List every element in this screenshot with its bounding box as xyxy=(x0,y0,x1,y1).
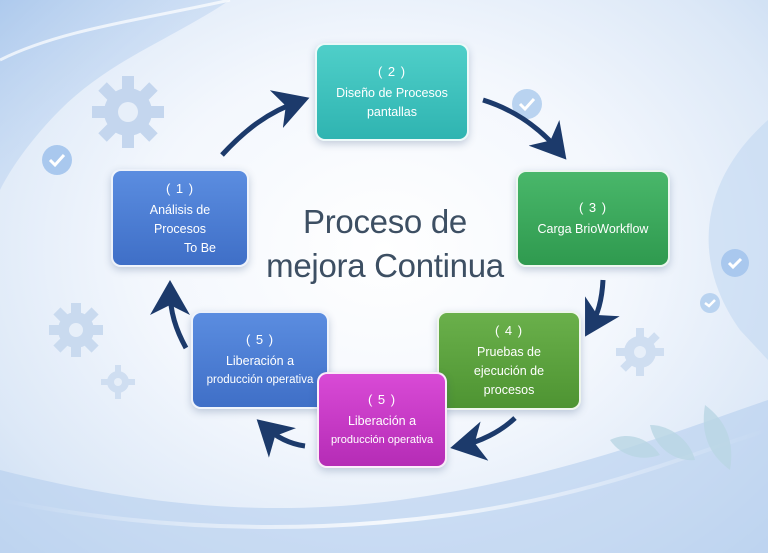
step-box-3: ( 3 ) Carga BrioWorkflow xyxy=(516,170,670,267)
step-label-line: Liberación a xyxy=(225,354,295,368)
gear-icon xyxy=(49,303,103,357)
step-box-2: ( 2 ) Diseño de Procesos pantallas xyxy=(315,43,469,141)
arrow-5-to-5 xyxy=(256,419,306,458)
title-line-2: mejora Continua xyxy=(266,247,504,284)
check-bubble-icon xyxy=(512,89,542,119)
gear-icon xyxy=(101,365,135,399)
step-number: ( 2 ) xyxy=(377,64,407,79)
arrow-4-to-5 xyxy=(450,416,517,461)
arrow-3-to-4 xyxy=(585,279,620,337)
step-number: ( 1 ) xyxy=(165,180,195,196)
step-number: ( 3 ) xyxy=(578,200,608,215)
check-bubble-icon xyxy=(700,293,720,313)
step-label-line: Análisis de xyxy=(149,202,211,217)
step-box-4: ( 4 ) Pruebas de ejecución de procesos xyxy=(437,311,581,410)
step-label-line: pantallas xyxy=(366,105,418,119)
step-box-5-blue: ( 5 ) Liberación a producción operativa xyxy=(191,311,329,409)
step-label-line: ejecución de xyxy=(473,364,545,378)
check-bubble-icon xyxy=(42,145,72,175)
title-line-1: Proceso de xyxy=(303,203,467,240)
arrow-2-to-3 xyxy=(482,97,567,160)
diagram-title: Proceso de mejora Continua xyxy=(250,200,520,288)
step-box-5-magenta: ( 5 ) Liberación a producción operativa xyxy=(317,372,447,468)
step-label-line: Carga BrioWorkflow xyxy=(537,222,649,236)
step-label-line: producción operativa xyxy=(206,374,314,386)
step-label-line: Diseño de Procesos xyxy=(336,86,448,100)
gear-icon xyxy=(92,76,164,148)
step-number: ( 4 ) xyxy=(494,323,524,338)
leaves-decoration xyxy=(610,405,732,470)
step-label-line: producción operativa xyxy=(330,434,434,446)
check-bubble-icon xyxy=(721,249,749,277)
step-label-line: Procesos xyxy=(153,221,207,236)
arrow-5-to-1 xyxy=(150,280,191,350)
step-number: ( 5 ) xyxy=(245,332,275,347)
step-label-line: Liberación a xyxy=(347,414,417,428)
step-box-1: ( 1 ) Análisis de Procesos To Be xyxy=(111,169,249,267)
arrow-1-to-2 xyxy=(220,90,310,157)
step-label-line: To Be xyxy=(184,240,216,255)
step-label-line: procesos xyxy=(483,383,535,397)
step-label-line: Pruebas de xyxy=(477,345,541,359)
step-number: ( 5 ) xyxy=(367,392,397,407)
gear-icon xyxy=(616,328,664,376)
